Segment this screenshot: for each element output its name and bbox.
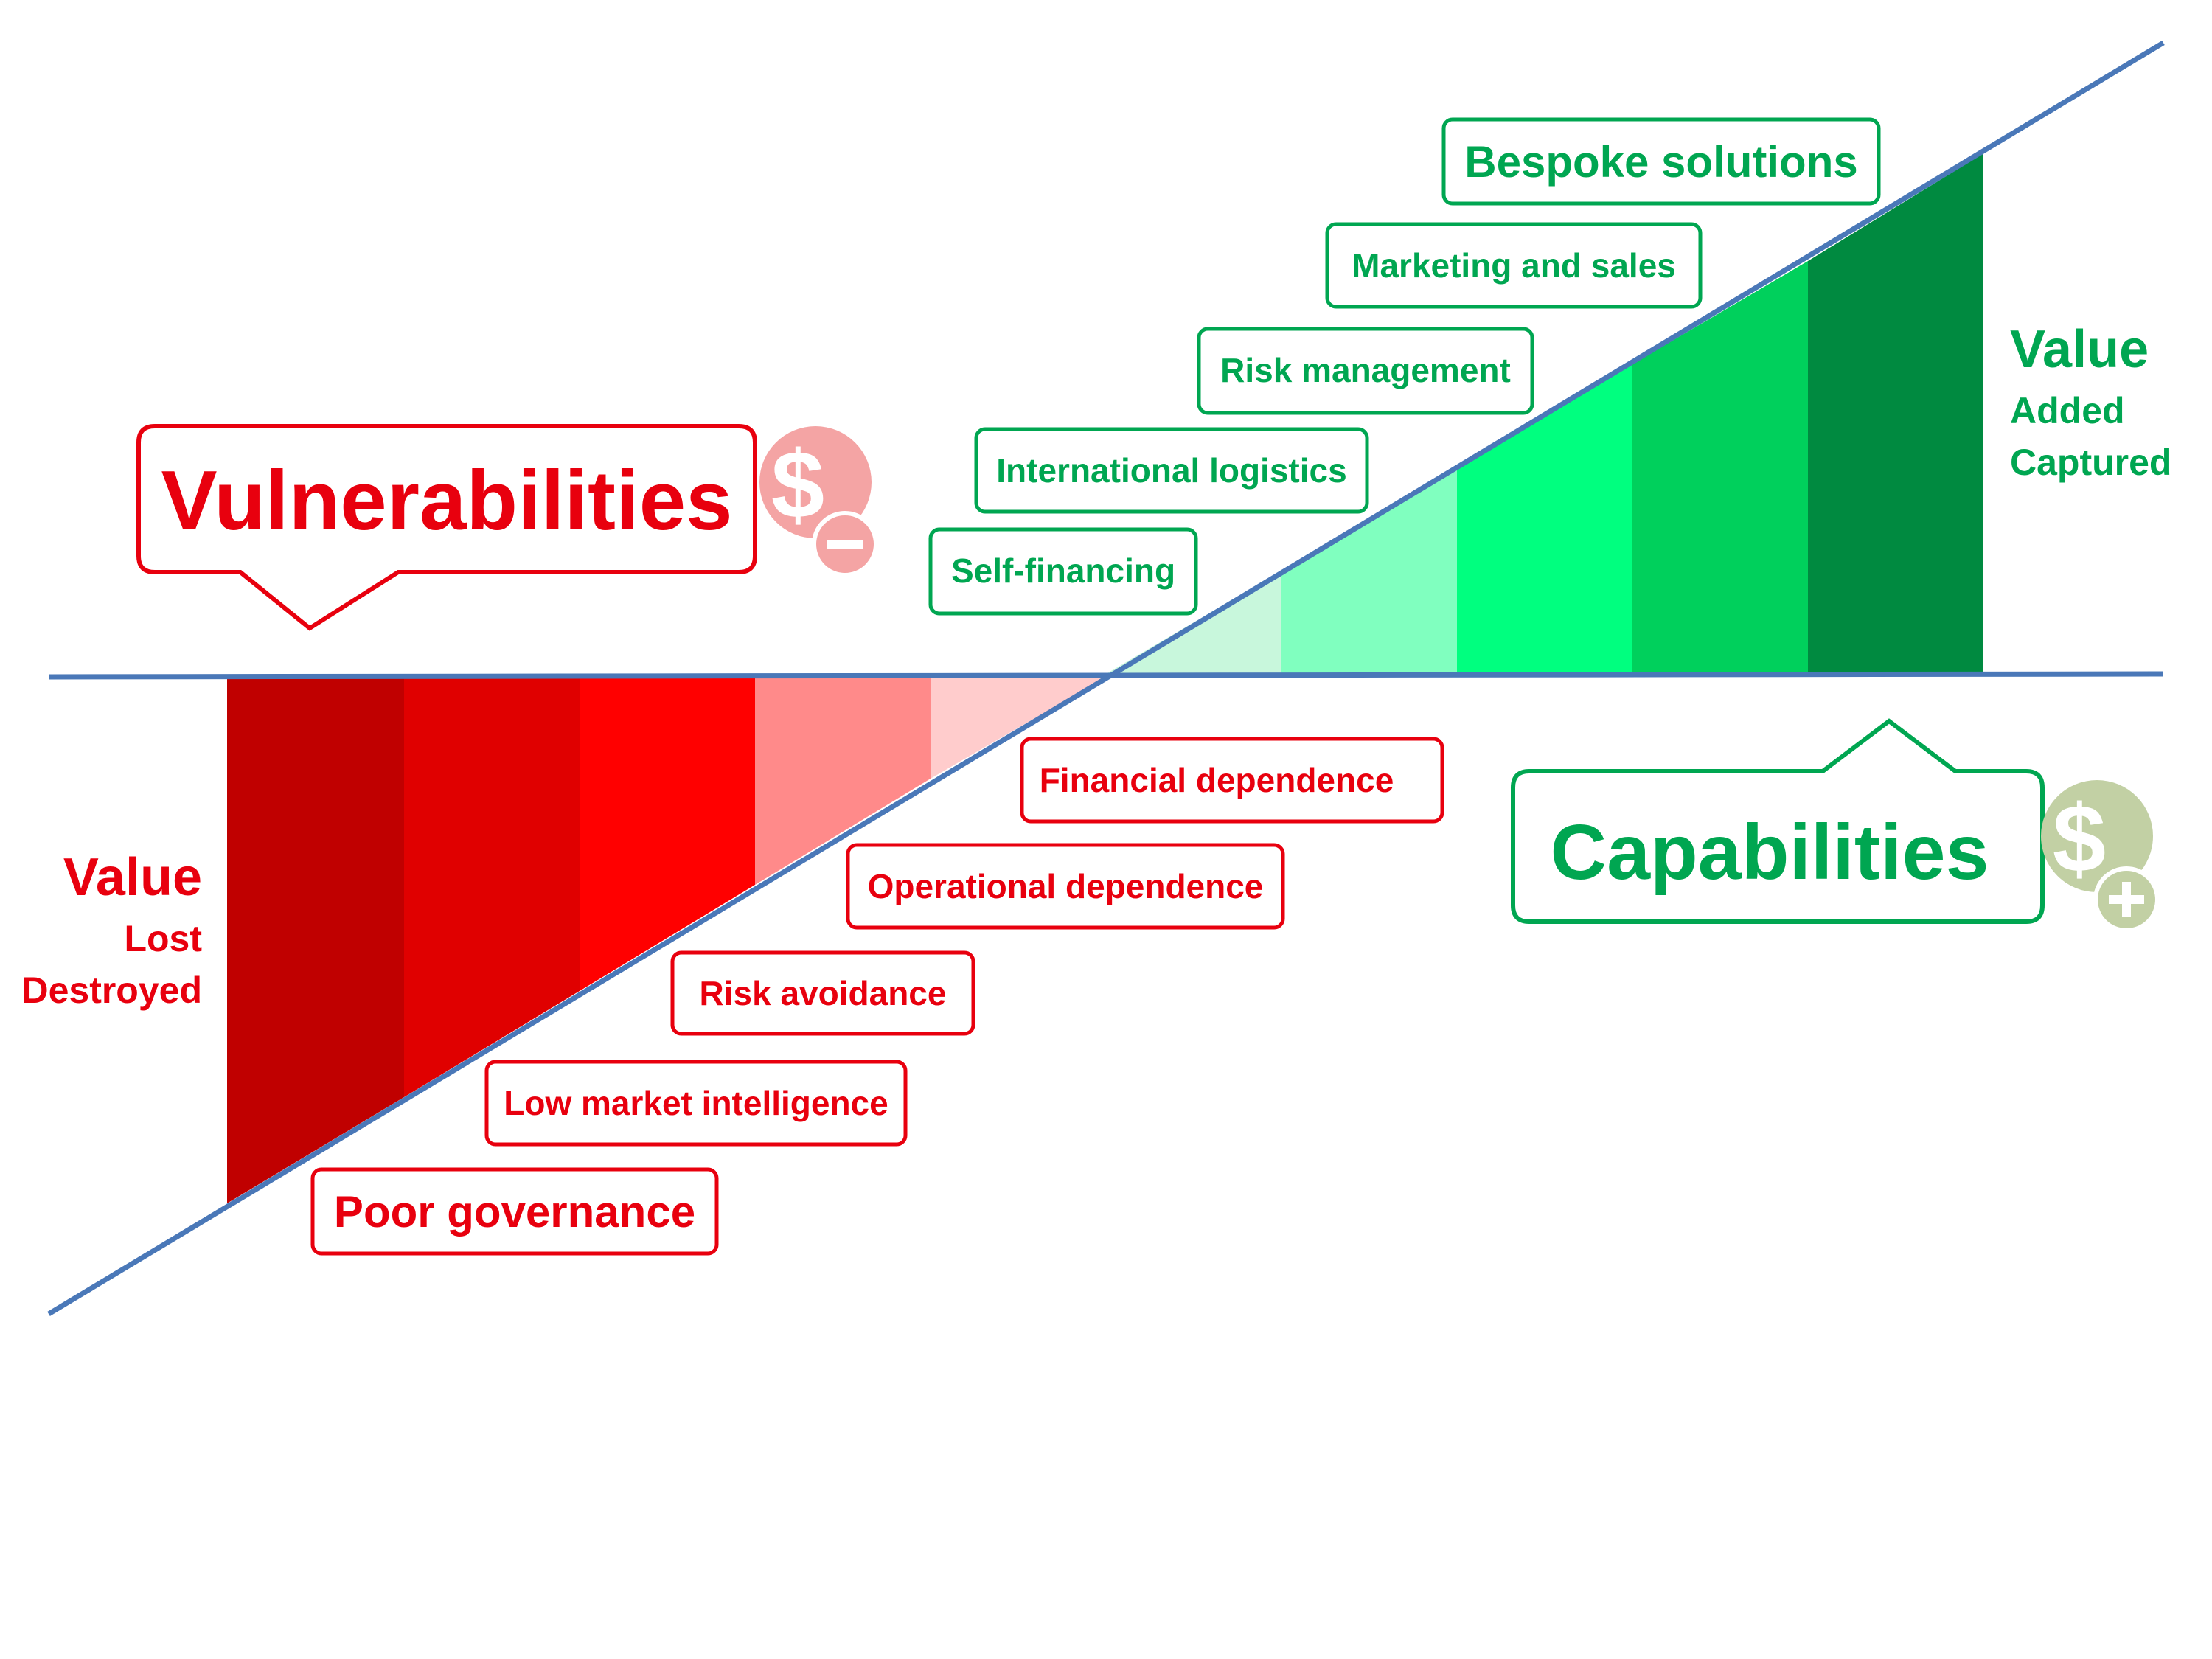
capability-item: Bespoke solutions <box>1441 117 1881 206</box>
svg-text:Bespoke solutions: Bespoke solutions <box>1464 137 1857 187</box>
svg-text:Self-financing: Self-financing <box>951 552 1175 590</box>
value-lost-sub2: Destroyed <box>21 970 202 1011</box>
dollar-minus-icon: $ <box>759 426 878 577</box>
vulnerability-item: Risk avoidance <box>670 950 975 1036</box>
capabilities-callout-box <box>1511 718 2045 924</box>
svg-text:$: $ <box>771 431 824 538</box>
value-lost-heading: Value <box>63 848 202 907</box>
dollar-plus-icon: $ <box>2041 780 2160 933</box>
capability-item: Risk management <box>1197 327 1534 415</box>
value-added-heading: Value <box>2010 320 2149 379</box>
diagonal-axis <box>47 41 2165 1316</box>
capabilities-title: Capabilities <box>1551 809 1989 896</box>
value-lost-sub1: Lost <box>124 918 202 959</box>
value-added-band-5 <box>1808 153 1983 674</box>
svg-text:Operational dependence: Operational dependence <box>868 867 1264 905</box>
value-lost-band-2 <box>404 677 580 1097</box>
value-added-band-4 <box>1632 261 1808 674</box>
vulnerabilities-callout: Vulnerabilities <box>136 424 757 631</box>
svg-text:Risk management: Risk management <box>1220 351 1511 389</box>
vulnerability-item: Financial dependence <box>1020 737 1444 824</box>
svg-text:Marketing and sales: Marketing and sales <box>1352 246 1676 285</box>
svg-text:Risk avoidance: Risk avoidance <box>700 974 947 1012</box>
capability-item: International logistics <box>974 427 1369 514</box>
value-added-sub1: Added <box>2010 390 2125 431</box>
vulnerability-items: Poor governance Low market intelligence … <box>310 737 1444 1256</box>
capability-item: Self-financing <box>928 527 1198 616</box>
svg-text:International logistics: International logistics <box>996 451 1346 490</box>
value-added-bands <box>1106 153 1983 674</box>
vulnerabilities-callout-box <box>136 424 757 631</box>
value-lost-label: Value Lost Destroyed <box>21 848 202 1011</box>
svg-text:Financial dependence: Financial dependence <box>1040 761 1394 799</box>
value-added-sub2: Captured <box>2010 442 2171 483</box>
capabilities-callout: Capabilities <box>1511 718 2045 924</box>
value-lost-band-4 <box>755 677 931 885</box>
value-lost-band-1 <box>227 677 404 1203</box>
value-added-band-2 <box>1281 467 1457 674</box>
value-lost-band-3 <box>580 677 755 991</box>
vulnerability-item: Operational dependence <box>846 843 1285 930</box>
capability-item: Marketing and sales <box>1325 222 1703 309</box>
vulnerability-item: Low market intelligence <box>484 1060 908 1147</box>
value-lost-bands <box>227 677 1106 1203</box>
svg-text:Poor governance: Poor governance <box>334 1187 695 1237</box>
capability-items: Self-financing International logistics R… <box>928 117 1881 616</box>
vulnerability-item: Poor governance <box>310 1167 719 1256</box>
svg-text:Low market intelligence: Low market intelligence <box>504 1084 888 1122</box>
value-added-label: Value Added Captured <box>2010 320 2171 483</box>
vulnerabilities-title: Vulnerabilities <box>161 454 732 548</box>
svg-text:$: $ <box>2053 785 2106 892</box>
